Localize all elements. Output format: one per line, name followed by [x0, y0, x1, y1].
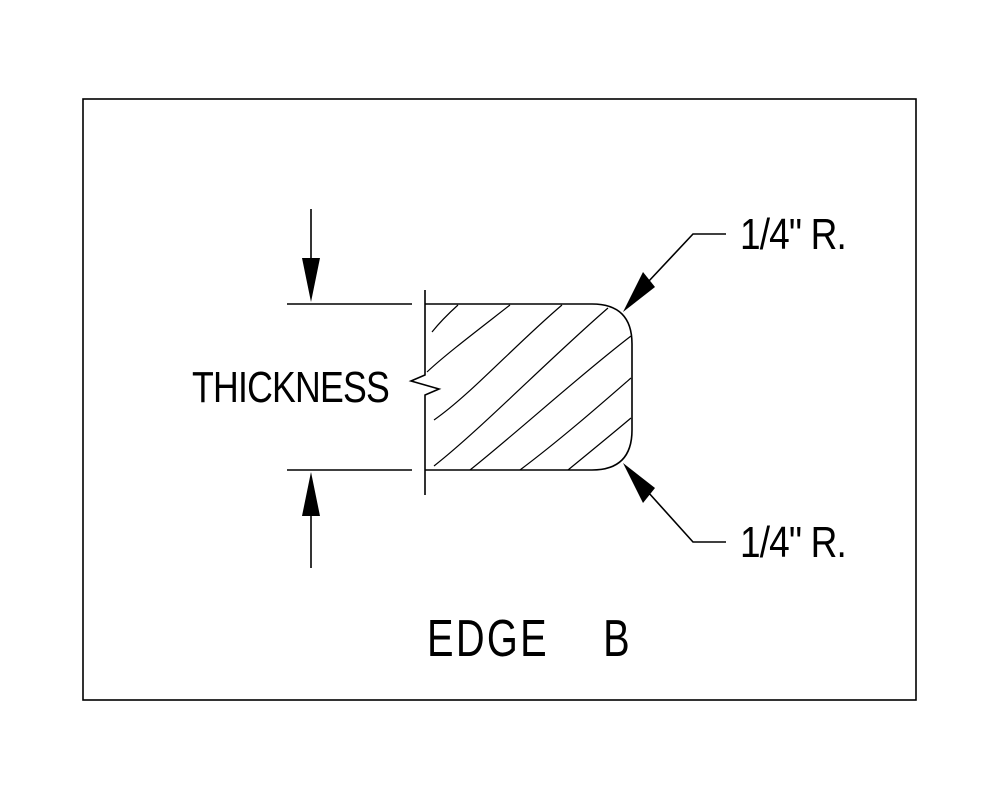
top-dimension-arrowhead [302, 258, 320, 302]
bottom-radius-label: 1/4" R. [740, 518, 846, 567]
top-radius-arrowhead [623, 272, 655, 312]
board-profile [425, 303, 633, 471]
thickness-label: THICKNESS [192, 363, 389, 412]
wood-grain-hatching [426, 304, 632, 471]
top-radius-leader [647, 233, 726, 283]
drawing-frame [82, 98, 917, 701]
bottom-radius-leader [647, 491, 726, 543]
bottom-radius-arrowhead [623, 463, 655, 503]
break-line [408, 290, 442, 495]
top-radius-label: 1/4" R. [740, 210, 846, 259]
bottom-dimension-arrowhead [302, 472, 320, 516]
drawing-title: EDGE B [427, 610, 632, 668]
